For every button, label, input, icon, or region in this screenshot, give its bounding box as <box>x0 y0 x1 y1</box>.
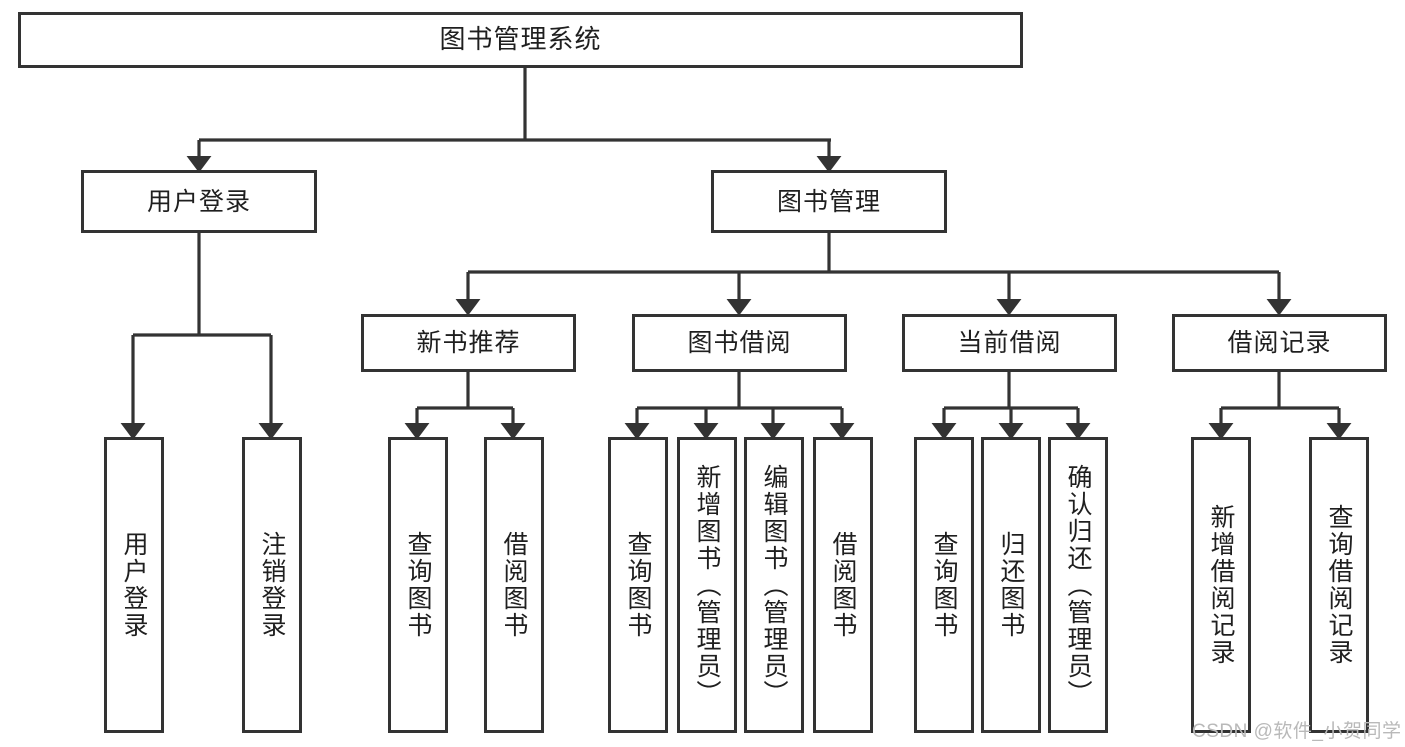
node-leaf-borrow-book-1[interactable]: 借阅图书 <box>484 437 544 733</box>
node-user-login-label: 用户登录 <box>146 187 251 216</box>
node-leaf-query-book-3-label: 查询图书 <box>930 531 958 639</box>
node-leaf-add-book[interactable]: 新增图书（管理员） <box>677 437 737 733</box>
node-leaf-logout[interactable]: 注销登录 <box>242 437 302 733</box>
node-root[interactable]: 图书管理系统 <box>18 12 1023 68</box>
node-current-borrow[interactable]: 当前借阅 <box>902 314 1117 372</box>
node-leaf-add-record-label: 新增借阅记录 <box>1207 504 1235 666</box>
node-leaf-logout-label: 注销登录 <box>258 531 286 639</box>
node-leaf-return-book-label: 归还图书 <box>997 531 1025 639</box>
node-book-manage-label: 图书管理 <box>776 187 881 216</box>
node-root-label: 图书管理系统 <box>439 24 602 55</box>
node-borrow-record[interactable]: 借阅记录 <box>1172 314 1387 372</box>
node-leaf-edit-book-label: 编辑图书（管理员） <box>760 463 788 707</box>
node-new-book-recommend[interactable]: 新书推荐 <box>361 314 576 372</box>
node-book-borrow-label: 图书借阅 <box>687 329 792 357</box>
node-book-manage[interactable]: 图书管理 <box>711 170 947 233</box>
node-leaf-return-book[interactable]: 归还图书 <box>981 437 1041 733</box>
node-leaf-user-login[interactable]: 用户登录 <box>104 437 164 733</box>
node-leaf-add-book-label: 新增图书（管理员） <box>693 463 721 707</box>
node-new-book-recommend-label: 新书推荐 <box>416 329 521 357</box>
node-leaf-edit-book[interactable]: 编辑图书（管理员） <box>744 437 804 733</box>
node-leaf-query-book-2-label: 查询图书 <box>624 531 652 639</box>
node-leaf-query-record-label: 查询借阅记录 <box>1325 504 1353 666</box>
node-leaf-query-book-1-label: 查询图书 <box>404 531 432 639</box>
node-leaf-user-login-label: 用户登录 <box>120 531 148 639</box>
node-book-borrow[interactable]: 图书借阅 <box>632 314 847 372</box>
node-leaf-query-book-3[interactable]: 查询图书 <box>914 437 974 733</box>
node-leaf-query-book-1[interactable]: 查询图书 <box>388 437 448 733</box>
node-current-borrow-label: 当前借阅 <box>957 329 1062 357</box>
node-leaf-confirm-return[interactable]: 确认归还（管理员） <box>1048 437 1108 733</box>
node-leaf-confirm-return-label: 确认归还（管理员） <box>1064 463 1092 707</box>
node-leaf-borrow-book-1-label: 借阅图书 <box>500 531 528 639</box>
node-borrow-record-label: 借阅记录 <box>1227 329 1332 357</box>
node-leaf-borrow-book-2-label: 借阅图书 <box>829 531 857 639</box>
node-leaf-add-record[interactable]: 新增借阅记录 <box>1191 437 1251 733</box>
node-leaf-borrow-book-2[interactable]: 借阅图书 <box>813 437 873 733</box>
node-leaf-query-book-2[interactable]: 查询图书 <box>608 437 668 733</box>
csdn-watermark: CSDN @软件_小贺同学 <box>1192 721 1402 742</box>
node-user-login[interactable]: 用户登录 <box>81 170 317 233</box>
node-leaf-query-record[interactable]: 查询借阅记录 <box>1309 437 1369 733</box>
